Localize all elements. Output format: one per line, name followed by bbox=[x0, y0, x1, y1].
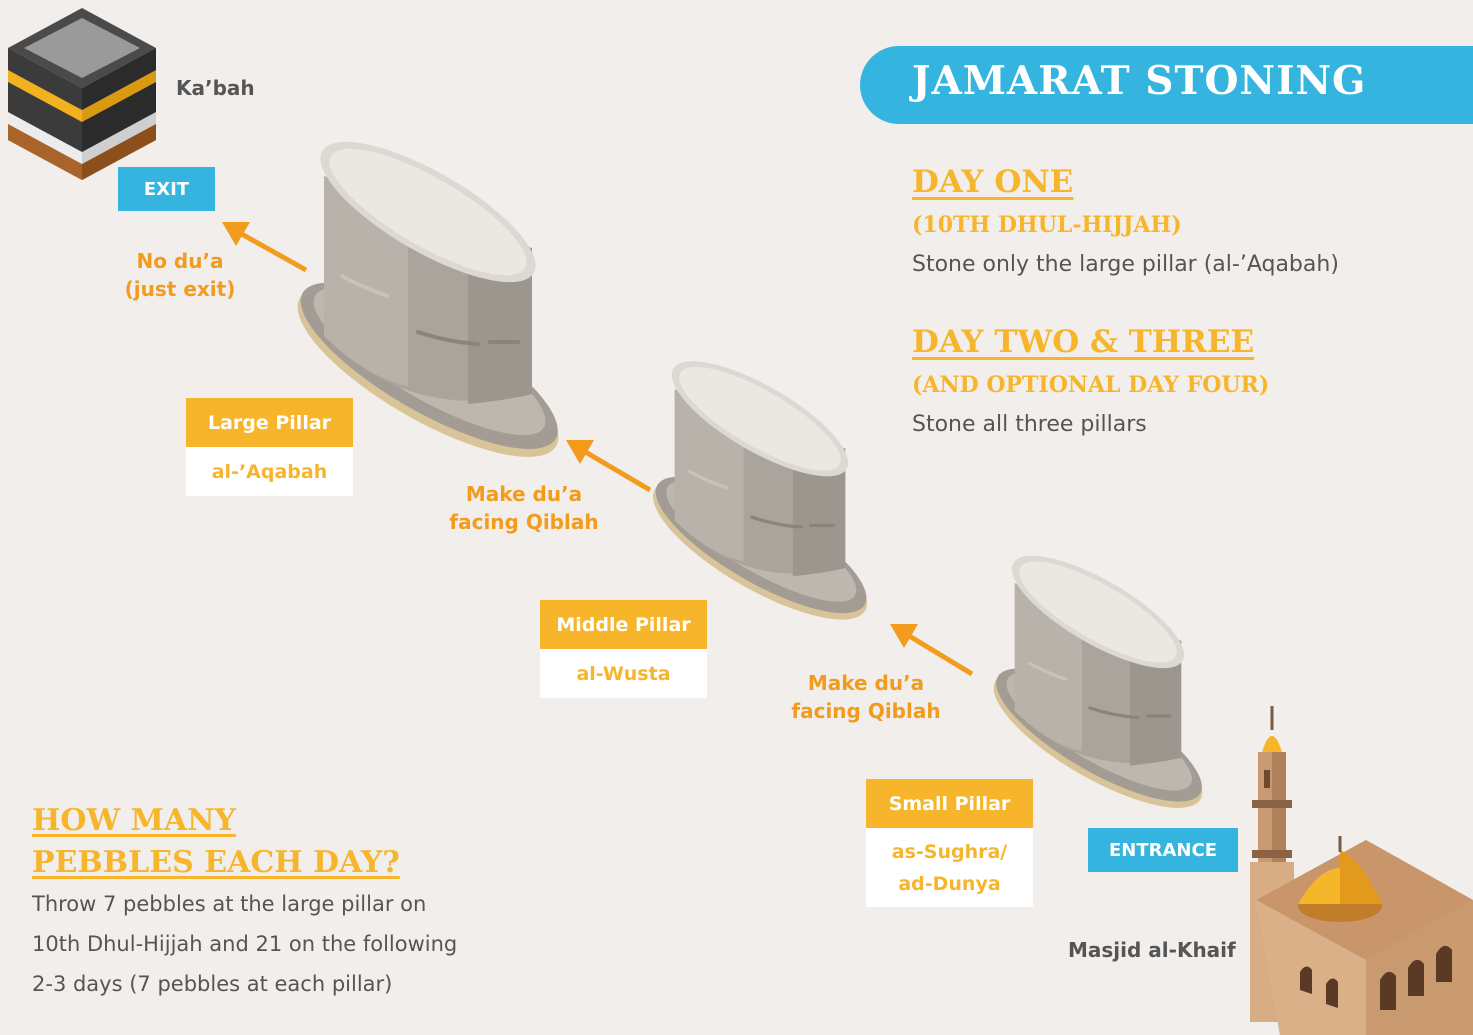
pebbles-heading-line: PEBBLES EACH DAY? bbox=[32, 845, 400, 880]
pillar-label: Small Pillar bbox=[866, 779, 1033, 828]
title-banner bbox=[860, 46, 1473, 124]
pebbles-heading: HOW MANY PEBBLES EACH DAY? bbox=[32, 800, 400, 884]
entrance-tag: ENTRANCE bbox=[1088, 828, 1238, 872]
day-two-three-subheading: (AND OPTIONAL DAY FOUR) bbox=[912, 372, 1270, 398]
masjid-label: Masjid al-Khaif bbox=[1068, 938, 1236, 962]
kaaba-icon bbox=[8, 8, 156, 180]
note-line: No du’a bbox=[136, 249, 224, 273]
day-two-three-description: Stone all three pillars bbox=[912, 412, 1147, 437]
day-one-heading: DAY ONE bbox=[912, 164, 1074, 200]
kaaba-label: Ka’bah bbox=[176, 76, 255, 100]
pillar-label: Middle Pillar bbox=[540, 600, 707, 649]
mosque-icon bbox=[1250, 706, 1473, 1035]
note-line: Make du’a bbox=[465, 482, 583, 506]
note-line: Make du’a bbox=[807, 671, 925, 695]
pillar-name-line: al-’Aqabah bbox=[211, 460, 328, 483]
exit-tag: EXIT bbox=[118, 167, 215, 211]
day-one-subheading: (10TH DHUL-HIJJAH) bbox=[912, 212, 1182, 238]
pebbles-heading-line: HOW MANY bbox=[32, 803, 236, 838]
pillar-label: Large Pillar bbox=[186, 398, 353, 447]
pillar-name-line: as-Sughra/ bbox=[891, 840, 1008, 863]
pillar-name: al-Wusta bbox=[540, 649, 707, 698]
arrow-icon bbox=[890, 624, 974, 677]
day-two-three-heading: DAY TWO & THREE bbox=[912, 324, 1255, 360]
pillar-name: al-’Aqabah bbox=[186, 447, 353, 496]
note-line: (just exit) bbox=[124, 277, 236, 301]
pillar-name-line: ad-Dunya bbox=[898, 872, 1001, 895]
pillar-name-line: al-Wusta bbox=[576, 662, 671, 685]
page-title: JAMARAT STONING bbox=[912, 58, 1367, 104]
note-small-pillar: Make du’a facing Qiblah bbox=[776, 669, 956, 725]
arrow-icon bbox=[222, 222, 308, 273]
small-pillar-card: Small Pillar as-Sughra/ ad-Dunya bbox=[866, 779, 1033, 907]
note-line: facing Qiblah bbox=[791, 699, 941, 723]
pebbles-body-line: 10th Dhul-Hijjah and 21 on the following bbox=[32, 932, 458, 956]
pebbles-body: Throw 7 pebbles at the large pillar on 1… bbox=[32, 884, 552, 1004]
middle-pillar-card: Middle Pillar al-Wusta bbox=[540, 600, 707, 698]
large-pillar-card: Large Pillar al-’Aqabah bbox=[186, 398, 353, 496]
pebbles-body-line: 2-3 days (7 pebbles at each pillar) bbox=[32, 972, 393, 996]
pebbles-body-line: Throw 7 pebbles at the large pillar on bbox=[32, 892, 427, 916]
day-one-description: Stone only the large pillar (al-’Aqabah) bbox=[912, 252, 1339, 277]
note-large-pillar: No du’a (just exit) bbox=[100, 247, 260, 303]
note-line: facing Qiblah bbox=[449, 510, 599, 534]
pillar-name: as-Sughra/ ad-Dunya bbox=[866, 828, 1033, 907]
note-middle-pillar: Make du’a facing Qiblah bbox=[434, 480, 614, 536]
arrow-icon bbox=[566, 440, 652, 493]
